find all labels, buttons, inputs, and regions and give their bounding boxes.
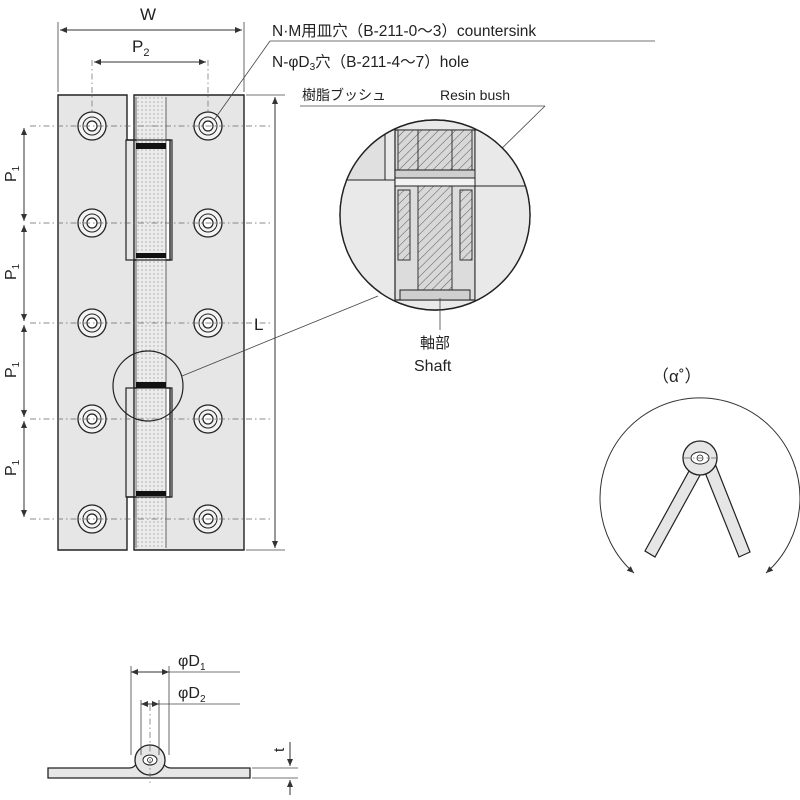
resin-bush-mark (136, 491, 166, 496)
pitch2-label: P2 (132, 37, 149, 59)
length-label: L (254, 315, 263, 334)
resin-bush-mark (136, 382, 166, 388)
d1-label: φD1 (178, 653, 206, 673)
shaft-label-jp: 軸部 (420, 335, 450, 352)
shaft-label-en: Shaft (414, 358, 452, 375)
hole-callouts: N·M用皿穴（B-211-0～3）countersink N-φD3穴（B-21… (213, 22, 655, 161)
pitch1-label: P1 (3, 165, 22, 182)
countersink-note: N·M用皿穴（B-211-0～3）countersink (272, 22, 536, 40)
pitch1-label: P1 (3, 361, 22, 378)
resin-bush-label-en: Resin bush (440, 87, 510, 103)
side-profile-view: φD1 φD2 t (47, 653, 298, 795)
pitch1-label: P1 (3, 459, 22, 476)
detail-callout-circle (112, 350, 184, 422)
centerlines (30, 60, 270, 520)
knuckle-pin-area (136, 97, 166, 548)
thickness-label: t (271, 747, 288, 752)
countersink-hole (77, 404, 107, 434)
countersink-hole (77, 308, 107, 338)
opening-angle-view: （α˚） (599, 367, 800, 574)
pitch1-label: P1 (3, 263, 22, 280)
width-label: W (140, 5, 156, 24)
front-dimensions: W P2 L P1 P1 P1 P1 (3, 5, 285, 551)
hole-note: N-φD3穴（B-211-4～7）hole (272, 53, 469, 73)
d2-label: φD2 (178, 685, 206, 705)
angle-label: （α˚） (652, 367, 702, 386)
knuckle-segment (125, 139, 173, 261)
resin-bush-mark (136, 253, 166, 258)
countersink-hole (77, 111, 107, 141)
resin-bush-mark (136, 143, 166, 149)
resin-bush-label-jp: 樹脂ブッシュ (302, 87, 386, 103)
hinge-front-view (30, 60, 270, 551)
